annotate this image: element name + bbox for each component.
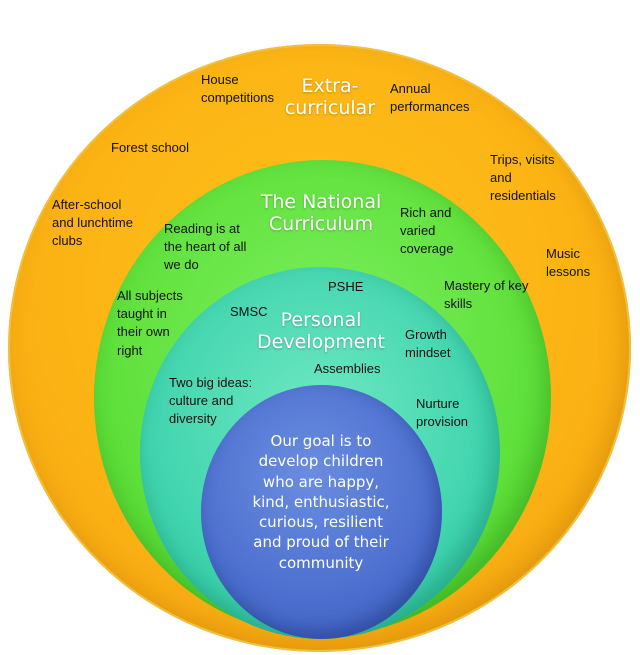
goal-circle [201,385,442,639]
assemblies-label: Assemblies [314,361,381,376]
national-curriculum-heading: The National Curriculum [260,191,382,235]
rich-coverage-label: Rich and varied coverage [400,205,454,257]
after-school-clubs-label: After-school and lunchtime clubs [52,197,133,249]
reading-label: Reading is at the heart of all we do [164,221,247,273]
smsc-label: SMSC [230,304,268,319]
all-subjects-label: All subjects taught in their own right [117,288,183,358]
personal-development-heading: Personal Development [257,309,385,353]
mastery-label: Mastery of key skills [444,278,529,312]
annual-performances-label: Annual performances [390,81,470,115]
music-lessons-label: Music lessons [546,246,591,280]
two-big-ideas-label: Two big ideas: culture and diversity [169,375,253,427]
house-competitions-label: House competitions [201,72,274,106]
trips-visits-label: Trips, visits and residentials [490,152,556,204]
growth-mindset-label: Growth mindset [405,327,451,361]
nurture-provision-label: Nurture provision [416,396,469,430]
pshe-label: PSHE [328,279,364,294]
goal-statement: Our goal is to develop children who are … [252,432,390,572]
forest-school-label: Forest school [111,140,190,155]
extra-curricular-heading: Extra- curricular [284,75,376,119]
